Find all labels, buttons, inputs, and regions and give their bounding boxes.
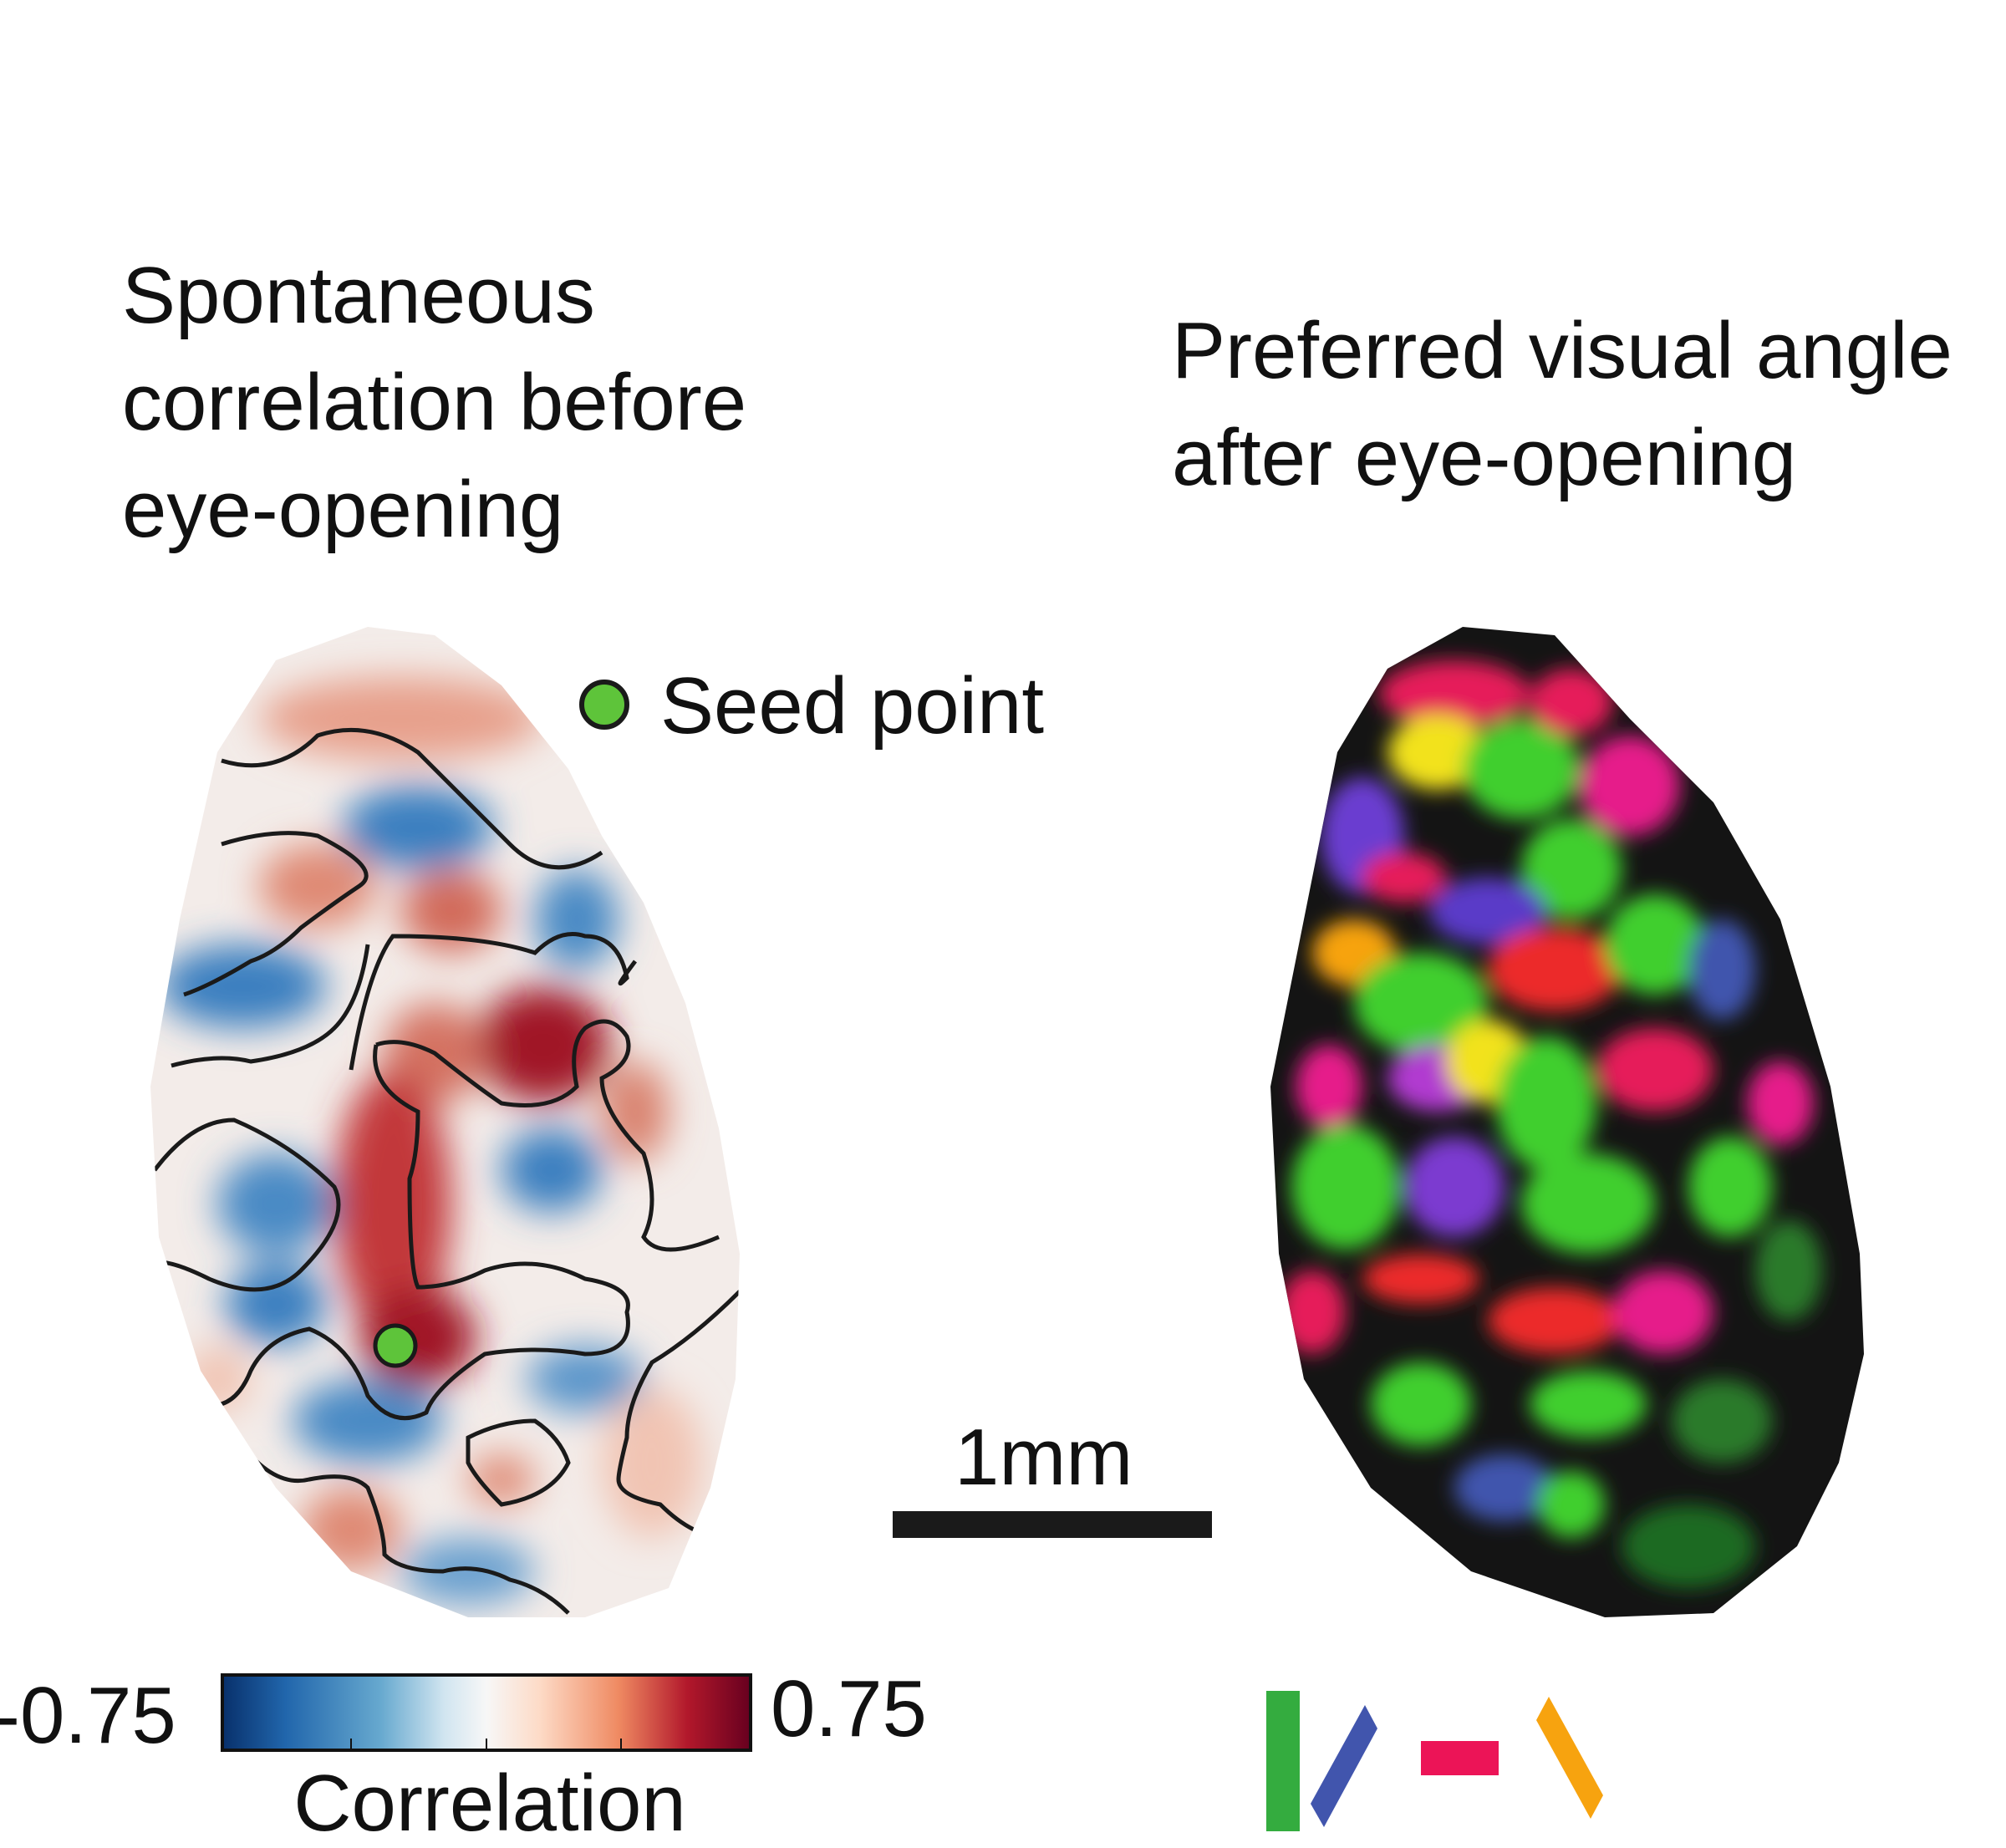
scale-bar (893, 1511, 1212, 1538)
correlation-map (150, 627, 740, 1617)
oblique-135-orientation-bar (1536, 1697, 1603, 1819)
colorbar-min-label: -0.75 (0, 1671, 176, 1760)
seed-legend-label: Seed point (660, 661, 1045, 751)
orientation-legend (1266, 1691, 1603, 1831)
colorbar-max-label: 0.75 (771, 1664, 927, 1754)
seed-legend-icon (579, 680, 629, 730)
horizontal-orientation-bar (1421, 1741, 1499, 1775)
seed-point-marker (373, 1323, 418, 1368)
right-panel-title: Preferred visual angle after eye-opening (1172, 306, 1953, 502)
scale-bar-label: 1mm (955, 1413, 1133, 1502)
colorbar (221, 1673, 752, 1752)
left-panel-title: Spontaneous correlation before eye-openi… (122, 251, 747, 554)
colorbar-title: Correlation (293, 1759, 686, 1848)
oblique-45-orientation-bar (1311, 1705, 1377, 1827)
orientation-map (1270, 627, 1864, 1617)
vertical-orientation-bar (1266, 1691, 1300, 1831)
